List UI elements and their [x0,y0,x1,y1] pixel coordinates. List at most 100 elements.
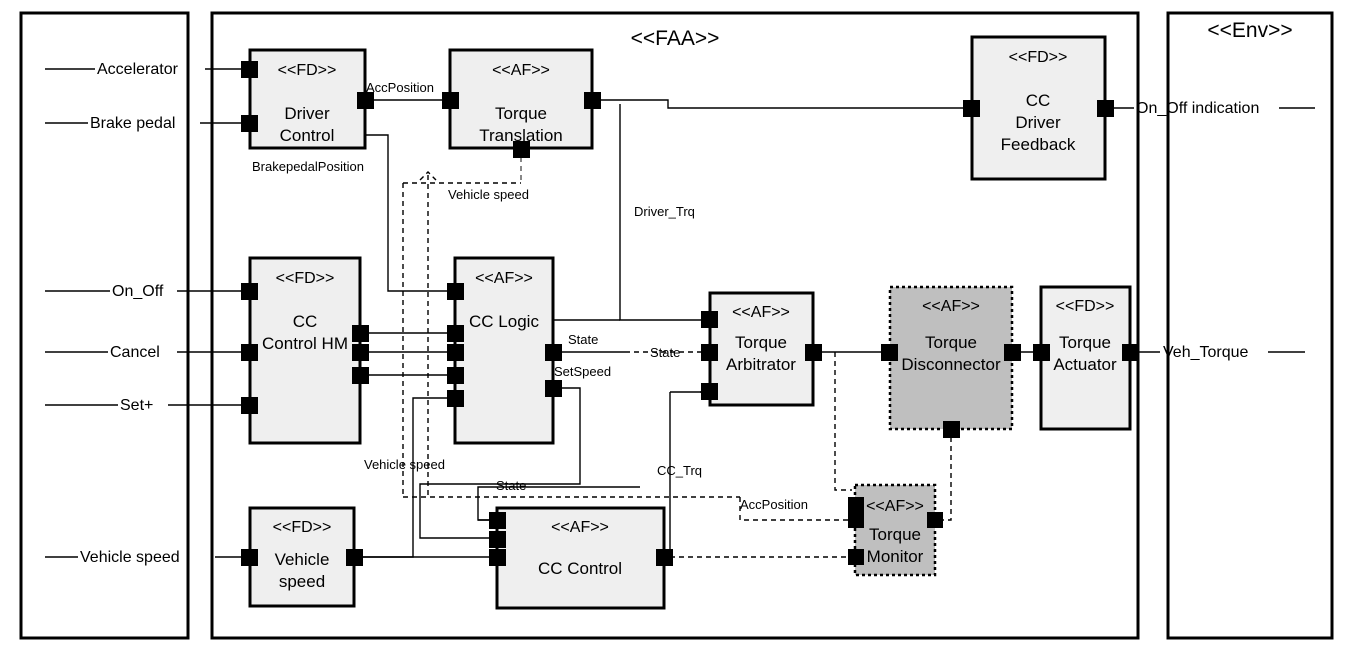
block-driver-control[interactable]: <<FD>> Driver Control [241,48,374,150]
block-torque-translation-name-1: Torque [495,104,547,123]
env-input-label-accelerator: Accelerator [97,61,179,78]
env-input-label-vehicle-speed: Vehicle speed [80,549,180,566]
block-cc-control-hm-name-1: CC [293,312,318,331]
block-cc-logic[interactable]: <<AF>> CC Logic [447,256,562,445]
block-cc-control-hm[interactable]: <<FD>> CC Control HM [241,256,369,445]
port-driver-control-in-brake[interactable] [241,115,258,132]
label-state-arbiter-in: State [650,345,680,360]
block-vehicle-speed-stereotype: <<FD>> [273,519,332,536]
port-torque-arbitrator-in-driver-trq[interactable] [701,311,718,328]
block-cc-control-hm-name-2: Control HM [262,334,348,353]
port-cc-logic-in-2[interactable] [447,325,464,342]
label-cc-trq: CC_Trq [657,463,702,478]
port-cc-logic-in-1[interactable] [447,283,464,300]
dashed-connections [402,148,952,558]
port-driver-control-in-accelerator[interactable] [241,61,258,78]
env-output-label-veh-torque: Veh_Torque [1163,344,1249,361]
port-cc-logic-out-state[interactable] [545,344,562,361]
block-torque-actuator[interactable]: <<FD>> Torque Actuator [1033,285,1139,431]
block-torque-monitor-stereotype: <<AF>> [866,498,924,515]
label-state-logic-out: State [568,332,598,347]
port-torque-disconnector-out-monitor[interactable] [943,421,960,438]
port-torque-translation-in-vehicle-speed[interactable] [513,141,530,158]
port-cc-control-in-vehicle-speed[interactable] [489,549,506,566]
port-vehicle-speed-out[interactable] [346,549,363,566]
port-cc-control-hm-in-cancel[interactable] [241,344,258,361]
port-cc-logic-in-3[interactable] [447,344,464,361]
port-cc-control-out-cc-trq[interactable] [656,549,673,566]
label-setspeed: SetSpeed [554,364,611,379]
block-torque-monitor[interactable]: <<AF>> Torque Monitor [848,483,943,577]
port-torque-actuator-out[interactable] [1122,344,1139,361]
label-accposition-lower: AccPosition [740,497,808,512]
port-cc-control-hm-in-on-off[interactable] [241,283,258,300]
block-torque-translation[interactable]: <<AF>> Torque Translation [442,48,601,158]
port-torque-translation-in[interactable] [442,92,459,109]
solid-connections [352,99,1033,560]
port-torque-actuator-in[interactable] [1033,344,1050,361]
port-torque-arbitrator-in-state[interactable] [701,344,718,361]
port-torque-monitor-in-accposition[interactable] [848,512,864,528]
block-cc-control[interactable]: <<AF>> CC Control [489,506,673,610]
block-vehicle-speed[interactable]: <<FD>> Vehicle speed [241,506,363,608]
port-cc-logic-in-5[interactable] [447,390,464,407]
port-torque-monitor-in-trq[interactable] [848,497,864,513]
block-cc-driver-feedback-stereotype: <<FD>> [1009,49,1068,66]
block-cc-logic-stereotype: <<AF>> [475,270,533,287]
env-output-label-on-off-indication: On_Off indication [1136,100,1259,117]
port-torque-disconnector-in[interactable] [881,344,898,361]
block-torque-arbitrator-name-2: Arbitrator [726,355,796,374]
block-cc-driver-feedback-name-3: Feedback [1001,135,1076,154]
block-torque-monitor-name-1: Torque [869,525,921,544]
block-cc-driver-feedback-name-2: Driver [1015,113,1061,132]
label-driver-trq: Driver_Trq [634,204,695,219]
port-torque-monitor-in-cc-trq[interactable] [848,549,864,565]
port-cc-control-hm-in-set[interactable] [241,397,258,414]
block-torque-arbitrator[interactable]: <<AF>> Torque Arbitrator [701,291,822,407]
port-cc-control-hm-out-3[interactable] [352,367,369,384]
block-torque-disconnector-name-2: Disconnector [901,355,1001,374]
block-vehicle-speed-name-2: speed [279,572,325,591]
port-cc-control-in-setspeed[interactable] [489,531,506,548]
block-driver-control-name-2: Control [280,126,335,145]
block-torque-disconnector[interactable]: <<AF>> Torque Disconnector [881,285,1021,438]
port-cc-logic-in-4[interactable] [447,367,464,384]
block-driver-control-name-1: Driver [284,104,330,123]
panel-env-right [1166,11,1334,640]
port-cc-control-hm-out-1[interactable] [352,325,369,342]
env-output-wires [1113,107,1315,353]
block-cc-driver-feedback-name-1: CC [1026,91,1051,110]
env-input-wires [45,68,243,558]
label-accposition-top: AccPosition [366,80,434,95]
block-torque-actuator-stereotype: <<FD>> [1056,298,1115,315]
port-torque-arbitrator-in-cc-trq[interactable] [701,383,718,400]
port-driver-control-out-accposition[interactable] [357,92,374,109]
label-brakepedalposition: BrakepedalPosition [252,159,364,174]
env-input-label-cancel: Cancel [110,344,160,361]
port-torque-disconnector-out[interactable] [1004,344,1021,361]
block-cc-control-stereotype: <<AF>> [551,519,609,536]
block-cc-driver-feedback[interactable]: <<FD>> CC Driver Feedback [963,35,1114,181]
port-cc-logic-out-setspeed[interactable] [545,380,562,397]
port-cc-control-hm-out-2[interactable] [352,344,369,361]
port-cc-control-in-state[interactable] [489,512,506,529]
block-torque-arbitrator-stereotype: <<AF>> [732,304,790,321]
port-vehicle-speed-in[interactable] [241,549,258,566]
block-cc-control-hm-stereotype: <<FD>> [276,270,335,287]
panel-env-right-title: <<Env>> [1207,19,1292,42]
port-torque-arbitrator-out[interactable] [805,344,822,361]
block-torque-translation-stereotype: <<AF>> [492,62,550,79]
port-cc-driver-feedback-in[interactable] [963,100,980,117]
port-cc-driver-feedback-out[interactable] [1097,100,1114,117]
port-torque-translation-out[interactable] [584,92,601,109]
port-torque-monitor-out[interactable] [927,512,943,528]
block-cc-control-name-1: CC Control [538,559,622,578]
label-vehicle-speed-mid: Vehicle speed [364,457,445,472]
panel-faa [210,11,1140,640]
block-torque-translation-name-2: Translation [479,126,562,145]
block-torque-arbitrator-name-1: Torque [735,333,787,352]
block-torque-disconnector-name-1: Torque [925,333,977,352]
env-input-label-on-off: On_Off [112,283,164,300]
panel-env-left [19,11,190,640]
